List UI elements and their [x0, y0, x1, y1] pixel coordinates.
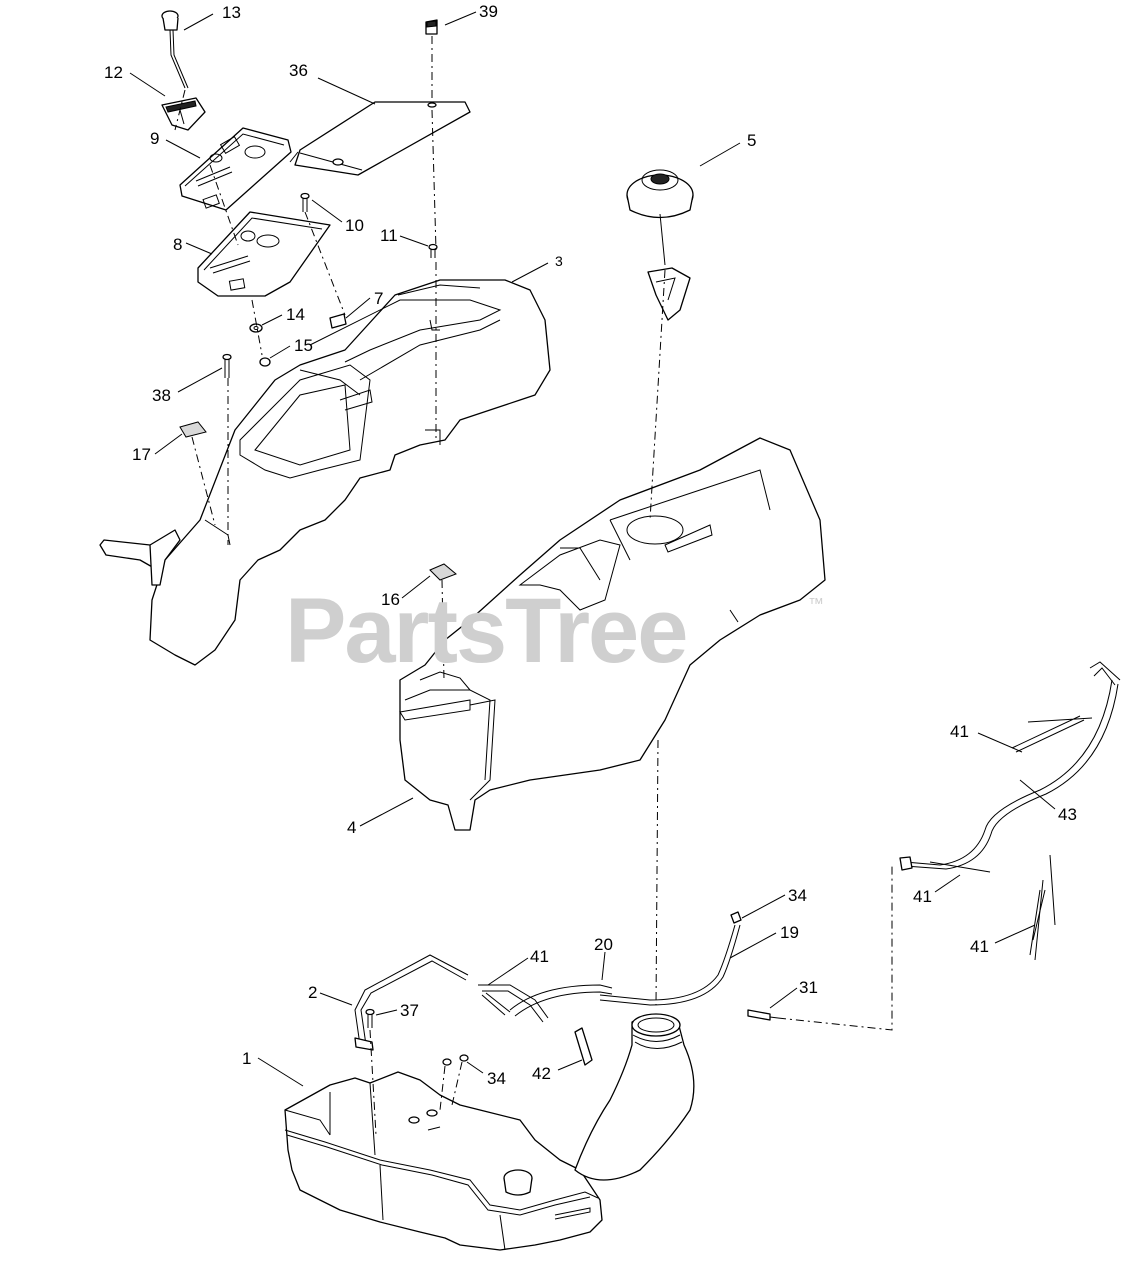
- part-14-washer: [249, 323, 263, 333]
- part-19-vent-line: [599, 924, 741, 1006]
- callout-15: 15: [294, 336, 313, 355]
- callout-17: 17: [132, 445, 151, 464]
- part-5-fuel-cap: [626, 169, 694, 321]
- part-8-panel: [197, 211, 331, 297]
- part-9-panel: [179, 127, 292, 211]
- part-37-bolt: [365, 1008, 375, 1028]
- part-4-tank-cover: [399, 437, 826, 831]
- callout-4: 4: [347, 818, 357, 837]
- callout-39: 39: [479, 2, 498, 21]
- part-31-fitting: [747, 1009, 779, 1021]
- callout-34-lower: 34: [487, 1069, 506, 1088]
- callout-42: 42: [532, 1064, 551, 1083]
- part-12-bracket: [161, 97, 206, 131]
- callout-37: 37: [400, 1001, 419, 1020]
- part-1-fuel-tank: [284, 1013, 695, 1251]
- callout-20: 20: [594, 935, 613, 954]
- part-2-bracket: [354, 954, 469, 1051]
- callout-2: 2: [308, 983, 318, 1002]
- part-41-43-fuel-lines: [899, 661, 1121, 961]
- callout-8: 8: [173, 235, 183, 254]
- part-41-line-center: [478, 984, 549, 1023]
- callout-41-upper: 41: [950, 722, 969, 741]
- part-36-cover: [289, 101, 471, 176]
- callout-38: 38: [152, 386, 171, 405]
- callout-9: 9: [150, 129, 160, 148]
- callout-14: 14: [286, 305, 305, 324]
- callout-5: 5: [747, 131, 757, 150]
- callout-1: 1: [242, 1049, 252, 1068]
- part-11-screw: [428, 243, 438, 258]
- callout-10: 10: [345, 216, 364, 235]
- part-38-bolt: [222, 353, 232, 378]
- callout-19: 19: [780, 923, 799, 942]
- part-16-pad: [429, 563, 457, 581]
- callout-41-lower: 41: [970, 937, 989, 956]
- callout-7: 7: [374, 289, 384, 308]
- callout-36: 36: [289, 61, 308, 80]
- assembly-lines: [174, 36, 893, 1136]
- callout-34-upper: 34: [788, 886, 807, 905]
- part-34-clip: [730, 911, 742, 924]
- part-13-fuel-gauge-plug: [161, 10, 189, 89]
- callout-12: 12: [104, 63, 123, 82]
- part-39-clip: [425, 19, 438, 35]
- part-3-console: [99, 279, 551, 666]
- callout-13: 13: [222, 3, 241, 22]
- part-42-hose: [574, 1027, 593, 1066]
- callout-41-center: 41: [530, 947, 549, 966]
- part-10-screw: [300, 192, 310, 212]
- part-34-grommets: [442, 1054, 469, 1066]
- watermark-brand: PartsTree: [285, 580, 688, 682]
- callout-41-middle: 41: [913, 887, 932, 906]
- part-7-clip: [329, 313, 347, 329]
- callout-43: 43: [1058, 805, 1077, 824]
- watermark-trademark: ™: [808, 596, 824, 613]
- part-20-hose: [509, 984, 613, 1017]
- leader-lines: [129, 11, 1056, 1087]
- callout-3: 3: [555, 253, 563, 269]
- part-17-pad: [179, 421, 207, 438]
- callout-11: 11: [380, 226, 398, 245]
- part-15-nut: [259, 357, 271, 367]
- callout-16: 16: [381, 590, 400, 609]
- callout-31: 31: [799, 978, 818, 997]
